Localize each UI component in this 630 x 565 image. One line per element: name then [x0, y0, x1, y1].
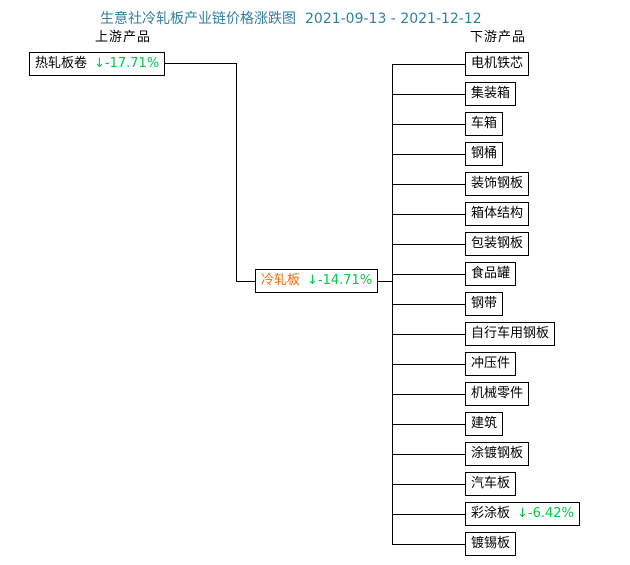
downstream-item-label: 箱体结构 [471, 206, 524, 221]
connector-downstream-item [392, 124, 470, 125]
downstream-item-label: 汽车板 [471, 476, 511, 491]
connector-downstream-item [392, 484, 470, 485]
chart-title: 生意社冷轧板产业链价格涨跌图 2021-09-13 - 2021-12-12 [100, 8, 482, 28]
connector-downstream-item [392, 454, 470, 455]
downstream-item-label: 包装钢板 [471, 236, 524, 251]
downstream-item-15[interactable]: 彩涂板 ↓-6.42% [465, 502, 580, 526]
node-cold-rolled-sheet-label: 冷轧板 [261, 273, 301, 288]
downstream-item-label: 彩涂板 [471, 506, 511, 521]
node-hot-rolled-coil-change: -17.71% [104, 56, 160, 71]
node-cold-rolled-sheet-change: -14.71% [317, 273, 373, 288]
connector-downstream-item [392, 274, 470, 275]
downstream-item-label: 钢带 [471, 296, 498, 311]
downstream-item-label: 电机铁芯 [471, 56, 524, 71]
node-hot-rolled-coil-label: 热轧板卷 [35, 56, 88, 71]
connector-downstream-item [392, 64, 470, 65]
downstream-item-12[interactable]: 建筑 [465, 412, 504, 436]
connector-downstream-item [392, 394, 470, 395]
downstream-item-change: ↓-6.42% [517, 506, 574, 521]
downstream-item-5[interactable]: 箱体结构 [465, 202, 530, 226]
connector-upstream-vertical [236, 63, 237, 282]
connector-downstream-item [392, 364, 470, 365]
downstream-item-8[interactable]: 钢带 [465, 292, 504, 316]
connector-downstream-item [392, 544, 470, 545]
downstream-item-2[interactable]: 车箱 [465, 112, 504, 136]
downstream-item-change-value: -6.42% [527, 506, 574, 521]
downstream-item-label: 冲压件 [471, 356, 511, 371]
downstream-item-9[interactable]: 自行车用钢板 [465, 322, 556, 346]
connector-downstream-item [392, 184, 470, 185]
chart-date-range: 2021-09-13 - 2021-12-12 [305, 11, 482, 27]
downstream-item-label: 食品罐 [471, 266, 511, 281]
downstream-item-13[interactable]: 涂镀钢板 [465, 442, 530, 466]
connector-upstream-horizontal [140, 63, 237, 64]
downstream-item-label: 车箱 [471, 116, 498, 131]
downstream-item-label: 自行车用钢板 [471, 326, 550, 341]
downstream-item-10[interactable]: 冲压件 [465, 352, 517, 376]
downstream-item-7[interactable]: 食品罐 [465, 262, 517, 286]
connector-downstream-item [392, 424, 470, 425]
downstream-item-label: 钢桶 [471, 146, 498, 161]
downstream-item-label: 建筑 [471, 416, 498, 431]
connector-mid-left [236, 281, 270, 282]
connector-downstream-item [392, 244, 470, 245]
chart-title-text: 生意社冷轧板产业链价格涨跌图 [100, 11, 296, 27]
downstream-item-4[interactable]: 装饰钢板 [465, 172, 530, 196]
connector-downstream-item [392, 214, 470, 215]
downstream-item-0[interactable]: 电机铁芯 [465, 52, 530, 76]
connector-downstream-item [392, 94, 470, 95]
down-arrow-icon: ↓ [307, 273, 318, 288]
downstream-item-label: 装饰钢板 [471, 176, 524, 191]
down-arrow-icon: ↓ [517, 506, 528, 521]
node-hot-rolled-coil[interactable]: 热轧板卷 ↓-17.71% [29, 52, 166, 76]
downstream-item-1[interactable]: 集装箱 [465, 82, 517, 106]
downstream-item-6[interactable]: 包装钢板 [465, 232, 530, 256]
upstream-header: 上游产品 [95, 30, 152, 45]
connector-downstream-item [392, 154, 470, 155]
downstream-header: 下游产品 [470, 30, 527, 45]
downstream-item-11[interactable]: 机械零件 [465, 382, 530, 406]
downstream-item-label: 机械零件 [471, 386, 524, 401]
downstream-item-3[interactable]: 钢桶 [465, 142, 504, 166]
connector-downstream-item [392, 514, 470, 515]
downstream-item-label: 集装箱 [471, 86, 511, 101]
connector-downstream-item [392, 304, 470, 305]
down-arrow-icon: ↓ [94, 56, 105, 71]
downstream-item-label: 镀锡板 [471, 536, 511, 551]
downstream-item-16[interactable]: 镀锡板 [465, 532, 517, 556]
node-cold-rolled-sheet[interactable]: 冷轧板 ↓-14.71% [255, 269, 379, 293]
downstream-item-label: 涂镀钢板 [471, 446, 524, 461]
connector-downstream-item [392, 334, 470, 335]
downstream-item-14[interactable]: 汽车板 [465, 472, 517, 496]
